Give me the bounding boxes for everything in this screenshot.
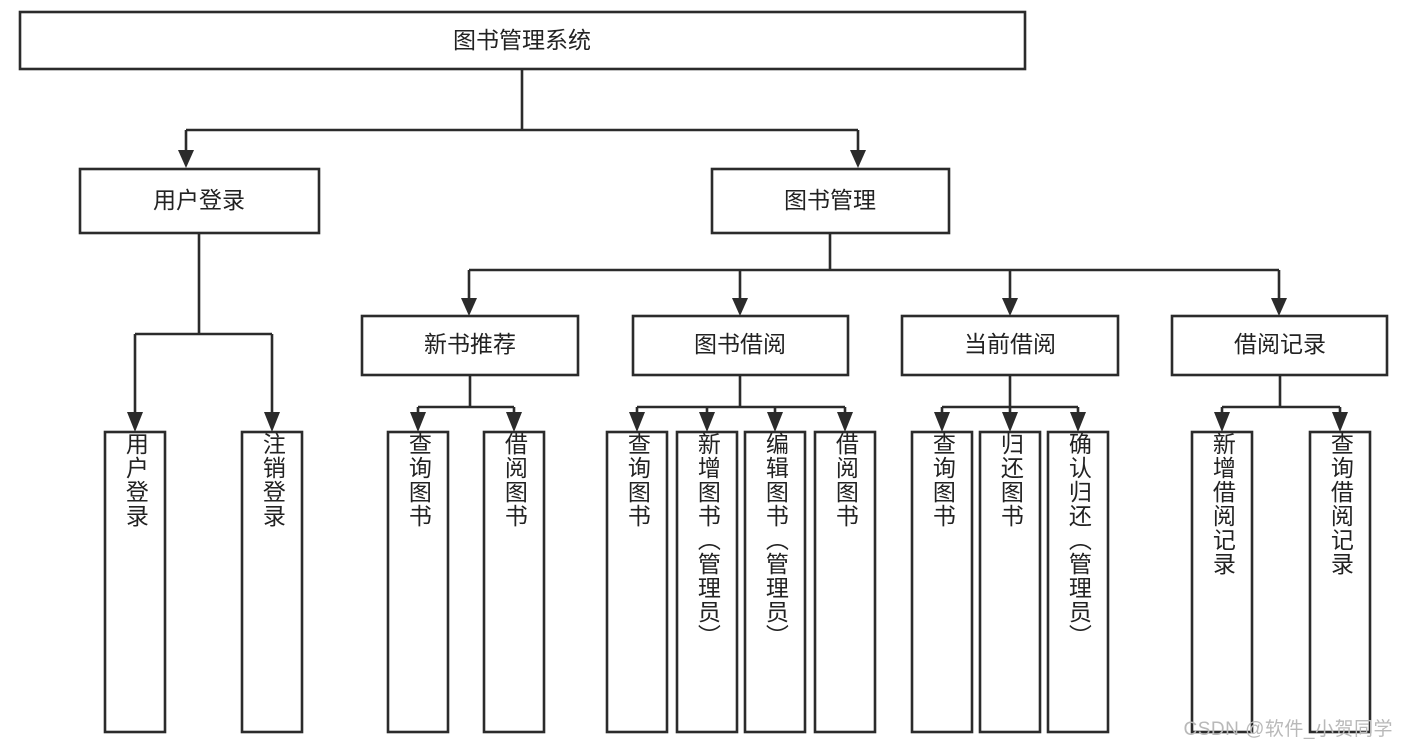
node-book-management-box[interactable] [710,167,951,235]
arrow-head-icon [732,298,748,316]
leaf-box-current-confirm[interactable] [1046,430,1110,734]
node-new-book-recommend-box[interactable] [360,314,580,377]
connector-root-to-level2 [178,69,866,168]
leaf-box-borrow-edit[interactable] [743,430,807,734]
arrow-head-icon [837,412,853,432]
node-borrow-record-box[interactable] [1170,314,1389,377]
leaf-box-newbook-query[interactable] [386,430,450,734]
leaf-box-user-login[interactable] [103,430,167,734]
connector-bookmgmt-to-level3 [461,233,1287,316]
arrow-head-icon [461,298,477,316]
node-book-management[interactable]: 图书管理 [710,167,951,235]
node-current-borrow-box[interactable] [900,314,1120,377]
node-book-management-label: 图书管理 [784,187,876,213]
arrow-head-icon [1002,412,1018,432]
node-current-borrow[interactable]: 当前借阅 [900,314,1120,377]
arrow-head-icon [178,150,194,168]
connector-currentborrow-to-leaves [934,376,1086,432]
node-user-login-label: 用户登录 [153,187,245,213]
arrow-head-icon [767,412,783,432]
arrow-head-icon [850,150,866,168]
arrow-head-icon [1271,298,1287,316]
arrow-head-icon [1070,412,1086,432]
leaf-box-current-return[interactable] [978,430,1042,734]
node-new-book-recommend[interactable]: 新书推荐 [360,314,580,377]
node-user-login[interactable]: 用户登录 [78,167,321,235]
connector-borrowrecord-to-leaves [1214,376,1348,432]
arrow-head-icon [1332,412,1348,432]
node-root-label: 图书管理系统 [453,27,591,53]
node-current-borrow-label: 当前借阅 [964,331,1056,357]
leaf-box-record-add[interactable] [1190,430,1254,734]
connector-userlogin-to-leaves [127,233,280,432]
arrow-head-icon [629,412,645,432]
node-root[interactable]: 图书管理系统 [18,10,1027,71]
leaf-box-current-query[interactable] [910,430,974,734]
arrow-head-icon [506,412,522,432]
node-book-borrow[interactable]: 图书借阅 [631,314,850,377]
node-book-borrow-label: 图书借阅 [694,331,786,357]
arrow-head-icon [699,412,715,432]
arrow-head-icon [410,412,426,432]
leaf-box-user-logout[interactable] [240,430,304,734]
leaf-box-borrow-query[interactable] [605,430,669,734]
arrow-head-icon [1002,298,1018,316]
leaf-box-record-query[interactable] [1308,430,1372,734]
node-new-book-recommend-label: 新书推荐 [424,331,516,357]
leaf-box-borrow-lend[interactable] [813,430,877,734]
node-book-borrow-box[interactable] [631,314,850,377]
node-root-box[interactable] [18,10,1027,71]
node-borrow-record[interactable]: 借阅记录 [1170,314,1389,377]
arrow-head-icon [264,412,280,432]
node-borrow-record-label: 借阅记录 [1234,331,1326,357]
node-user-login-box[interactable] [78,167,321,235]
arrow-head-icon [1214,412,1230,432]
leaf-box-newbook-borrow[interactable] [482,430,546,734]
connector-newbook-to-leaves [410,376,522,432]
arrow-head-icon [127,412,143,432]
watermark-text: CSDN @软件_小贺同学 [1183,719,1393,740]
connector-bookborrow-to-leaves [629,376,853,432]
arrow-head-icon [934,412,950,432]
leaf-box-borrow-add[interactable] [675,430,739,734]
